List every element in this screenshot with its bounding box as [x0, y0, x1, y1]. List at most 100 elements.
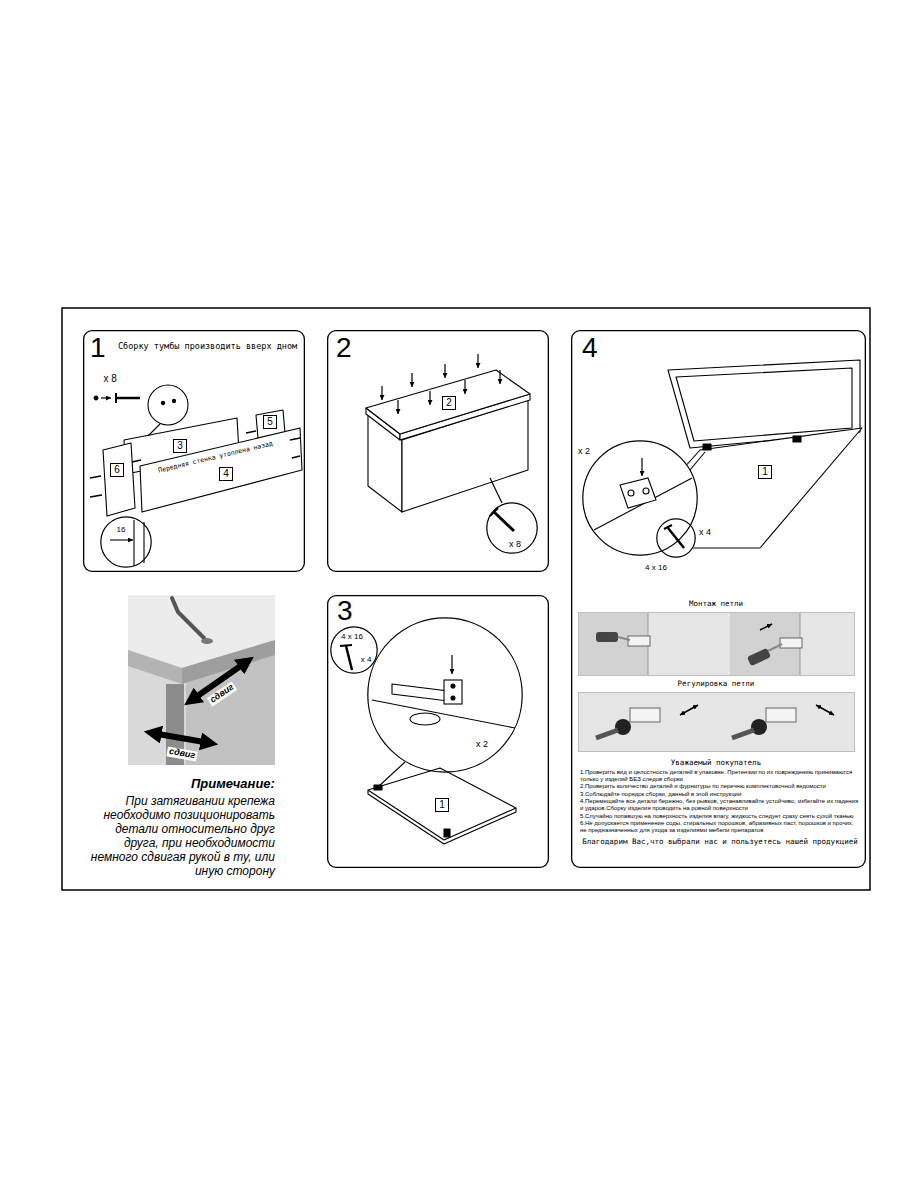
hinge-photo: [780, 638, 802, 648]
dimension-detail: [143, 522, 144, 563]
hinge-detail: [582, 440, 698, 556]
cabinet-body: [676, 368, 852, 441]
screw-detail: [656, 518, 696, 558]
dowel-mark: [292, 456, 300, 458]
quantity-label: x 2: [578, 447, 590, 457]
notice-item: 4.Перемещайте все детали бережно, без ры…: [580, 798, 860, 811]
hinge-photo: [596, 632, 618, 642]
part-number-box: 1: [435, 798, 449, 812]
notice-item: 1.Проверить вид и целостность деталей в …: [580, 769, 860, 782]
note-title: Примечание:: [191, 777, 275, 792]
screw-detail: [330, 626, 378, 674]
hinge-photo: [578, 612, 855, 676]
thanks-text: Благодарим Вас,что выбрали нас и пользуе…: [578, 838, 862, 847]
quantity-label: x 8: [104, 373, 117, 384]
hinge-photo: [596, 730, 618, 738]
detail-callout: x 2: [367, 617, 523, 773]
instruction-text: Сборку тумбы производить вверх дном: [118, 341, 297, 351]
callout-circle: [100, 516, 152, 568]
screw-symbol: [116, 397, 140, 400]
cabinet-board: [103, 443, 135, 516]
hinge-photo: [760, 624, 772, 630]
table-photo: [201, 638, 213, 644]
screw-detail: [346, 646, 352, 670]
hinge-photo: [578, 692, 855, 752]
part-number-box: 2: [442, 396, 456, 410]
hinge-detail: [451, 655, 452, 674]
step-number: 4: [582, 334, 598, 362]
shift-label: сдвиг: [166, 746, 198, 761]
step-panel: 4 x 16x 4x 213: [327, 595, 549, 868]
detail-callout: x 44 x 16: [656, 518, 696, 558]
callout-outline: [331, 627, 377, 673]
hinge-photo: [630, 708, 660, 722]
detail-callout: 16: [100, 516, 152, 568]
callout-circle: [656, 518, 696, 558]
step-number: 1: [90, 334, 106, 362]
part-number: 4: [223, 469, 229, 479]
step-number: 2: [336, 334, 352, 362]
part-number: 1: [762, 467, 768, 477]
hinge-detail: [641, 458, 642, 476]
notice-heading: Уважаемый покупатель: [671, 759, 761, 768]
shift-arrow: [158, 734, 204, 742]
quantity-label: x 4: [699, 528, 711, 538]
detail-circle: [148, 424, 160, 436]
hinge-detail: [643, 488, 649, 494]
hinge-detail: [620, 478, 656, 508]
detail-circle: [148, 385, 188, 425]
screw-arrow: [411, 373, 412, 387]
cabinet-board: [103, 410, 302, 516]
hinge-photo: [747, 648, 771, 666]
callout-outline: [368, 618, 522, 772]
callout-circle: [367, 617, 523, 773]
hinge-photo: [628, 636, 650, 646]
hinge-photo: [618, 637, 630, 640]
door-panel: [444, 829, 450, 837]
part-number-box: 4: [219, 467, 233, 481]
screw-detail: [340, 645, 352, 646]
screw-arrow: [490, 478, 502, 503]
step-panel: 2 x 8 2: [327, 330, 549, 572]
step-number: 3: [337, 597, 353, 625]
part-number: 6: [114, 465, 120, 475]
screw-arrow: [381, 386, 382, 400]
quantity-label: x 4: [361, 656, 372, 665]
dowel-mark: [90, 431, 300, 497]
notice-item: 3.Соблюдайте порядок сборки, данный в эт…: [580, 791, 860, 798]
detail-callout: x 8: [486, 502, 538, 554]
hinge-photo: [766, 708, 796, 722]
part-number: 5: [267, 417, 273, 427]
part-number: 1: [439, 800, 445, 810]
screw-arrow: [499, 370, 500, 384]
door-panel: [368, 768, 516, 844]
photo-band: Монтаж петли: [578, 612, 855, 676]
hinge-photo: [578, 692, 855, 752]
hinge-detail: [367, 617, 523, 773]
hinge-photo: [816, 705, 834, 715]
quantity-label: x 2: [476, 740, 488, 750]
step-panel: x 2x 44 x 161Монтаж петлиРегулировка пет…: [571, 330, 866, 868]
dimension-detail: [100, 516, 152, 568]
detail-circle: [148, 385, 188, 436]
table-photo: [128, 595, 275, 765]
part-number-box: 1: [758, 465, 772, 479]
hinge-detail: [367, 617, 523, 786]
hinge-detail: [451, 684, 455, 688]
detail-circle: [172, 399, 175, 402]
quantity-label: x 8: [509, 540, 521, 550]
part-number: 2: [446, 398, 452, 408]
dowel-mark: [132, 460, 141, 462]
screw-arrow: [464, 380, 465, 394]
cabinet-board: [140, 428, 302, 512]
hinge-detail: [690, 452, 705, 470]
screw-arrow: [382, 354, 502, 503]
part-number: 3: [177, 441, 183, 451]
screw-detail: [656, 518, 696, 558]
notice-item: 2.Проверить количество деталей и фурниту…: [580, 783, 860, 790]
shift-arrow: [158, 665, 242, 742]
door-panel: [368, 768, 516, 840]
dowel-mark: [90, 495, 102, 497]
callout-circle: [582, 440, 698, 556]
